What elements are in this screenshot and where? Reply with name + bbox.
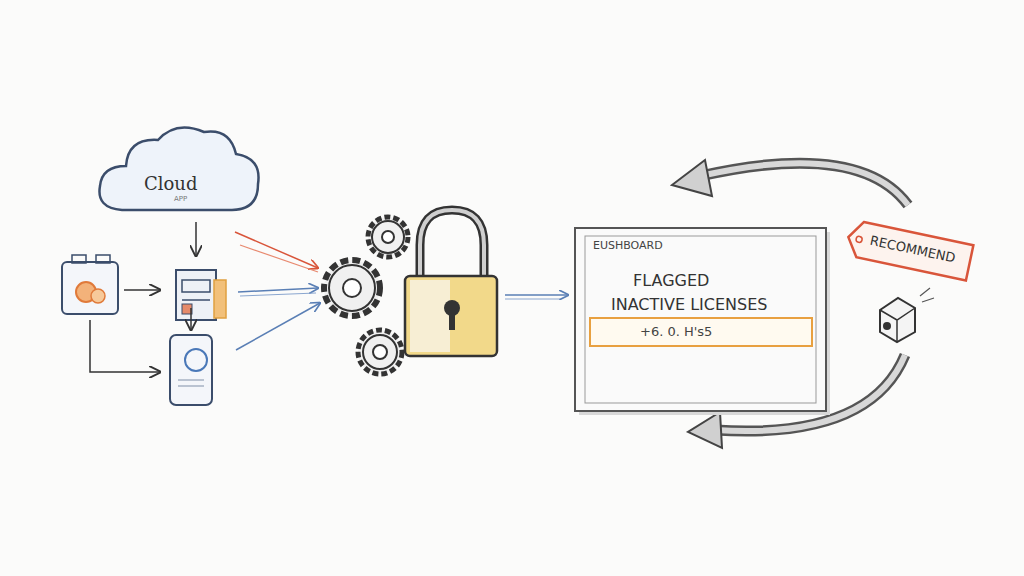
sketch-circle (363, 335, 397, 369)
sketch-rect (176, 270, 216, 320)
sketch-path (420, 210, 484, 278)
flag-body: INACTIVE LICENSES (611, 297, 767, 313)
sketch-rect (410, 280, 450, 352)
sketch-line (240, 245, 318, 272)
tag-hole (856, 236, 863, 243)
sketch-circle (91, 289, 105, 303)
sketch-circle (373, 345, 387, 359)
cloud-outline (92, 118, 264, 218)
recommend-tag: RECOMMEND (842, 217, 976, 283)
sketch-line (182, 299, 210, 301)
sketch-path (920, 288, 934, 302)
cloud-label: Cloud (144, 175, 197, 193)
sketch-rect (170, 335, 212, 405)
tag-shape (845, 220, 974, 281)
sketch-circle (185, 349, 207, 371)
sketch-rect (62, 262, 118, 314)
metric-box: +6. 0. H's5 (590, 318, 812, 346)
sketch-path (880, 308, 915, 342)
sketch-line (178, 380, 204, 381)
flow-arrows (90, 222, 568, 372)
sketch-path (672, 160, 712, 196)
sketch-line (236, 303, 320, 350)
sketch-circle (382, 231, 394, 243)
sketch-line (505, 294, 568, 296)
sketch-circle (372, 221, 404, 253)
flag-heading: FLAGGED (633, 273, 709, 289)
sketch-path (420, 210, 484, 278)
sketch-circle (358, 330, 402, 374)
window-title: EUSHBOARD (593, 240, 663, 251)
sketch-rect (214, 280, 226, 318)
sketch-line (195, 222, 197, 256)
sketch-line (190, 308, 192, 330)
sketch-circle (343, 279, 361, 297)
box-shape (590, 318, 812, 346)
sketch-line (505, 299, 560, 300)
window-frame (575, 228, 826, 411)
sketch-line (240, 293, 316, 296)
sketch-polyline (90, 320, 160, 372)
sketch-circle (324, 260, 380, 316)
server-icon (176, 270, 226, 320)
sketch-rect (96, 255, 110, 263)
sketch-line (178, 386, 204, 387)
sketch-path (688, 412, 722, 448)
metric-value: +6. 0. H's5 (640, 325, 712, 338)
sketch-path (880, 298, 915, 342)
cloud-node: CloudAPP (92, 118, 264, 218)
cloud-shape (99, 128, 258, 211)
padlock (405, 210, 497, 356)
window-inner (585, 236, 816, 403)
sketch-rect (182, 280, 210, 292)
cube-icon (880, 288, 934, 342)
cloud-sublabel: APP (174, 196, 187, 203)
sketch-path (700, 163, 908, 205)
sketch-rect (449, 312, 455, 330)
app-icon (62, 255, 118, 314)
phone-icon (170, 335, 212, 405)
sketch-circle (883, 322, 891, 330)
sketch-rect (405, 276, 497, 356)
sketch-circle (329, 265, 375, 311)
sketch-line (238, 288, 318, 292)
sketch-rect (72, 255, 86, 263)
dashboard-window: EUSHBOARD FLAGGED INACTIVE LICENSES +6. 0. … (575, 228, 830, 415)
sketch-line (235, 232, 318, 268)
sketch-line (124, 289, 160, 291)
gears (324, 217, 408, 374)
sketch-circle (368, 217, 408, 257)
sketch-path (700, 163, 908, 205)
